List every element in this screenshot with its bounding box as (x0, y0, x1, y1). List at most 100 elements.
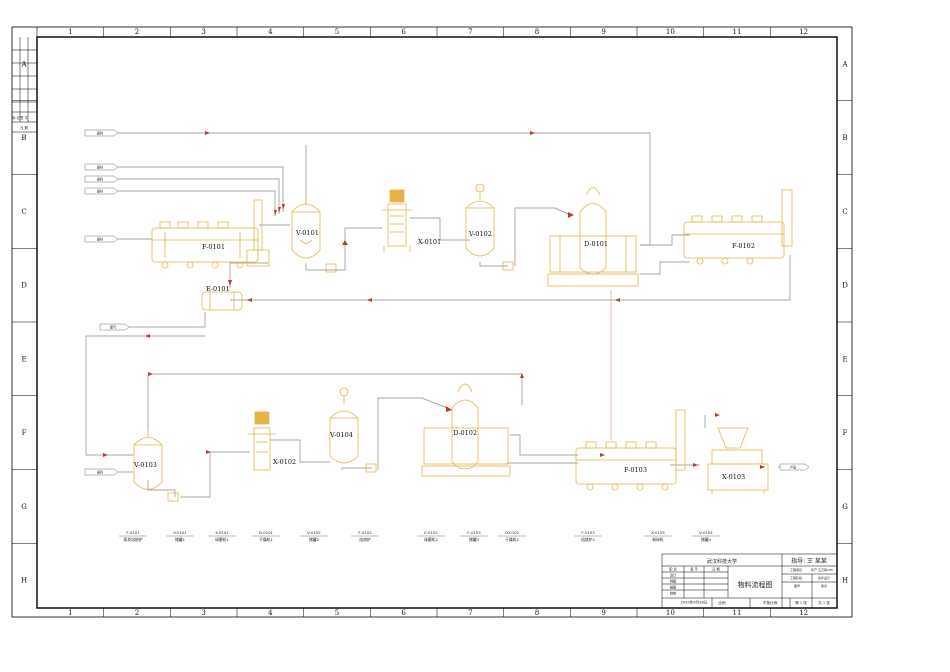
tank-v0101 (291, 196, 337, 273)
column-label-bottom: 9 (601, 609, 605, 617)
legend-tag: X-0103 (651, 530, 665, 535)
equipment-legend: F-0101蒸发焙烧炉V-0101储罐1X-0101球磨机1D-0101干燥机1… (119, 530, 720, 542)
project-value-1: 年产 五万吨LiFP (811, 567, 833, 572)
column-label-bottom: 3 (201, 609, 205, 617)
column-label-bottom: 1 (68, 609, 72, 617)
role-2: 制图 (670, 579, 676, 584)
column-label-bottom: 8 (535, 609, 539, 617)
stream-label-3: 原料 (97, 177, 104, 182)
legend-name: 粉碎机 (652, 537, 664, 542)
row-label-right: H (842, 577, 848, 585)
legend-name: 蒸发焙烧炉 (124, 537, 143, 542)
outer-frame (11, 26, 853, 618)
school-name: 武汉科技大学 (707, 558, 737, 565)
legend-tag: X-0101 (215, 530, 229, 535)
row-label-right: D (842, 282, 848, 290)
revision-sign: 签 字 (20, 115, 27, 120)
stream-label-6: 尾气 (110, 325, 117, 330)
legend-tag: V-0102 (307, 530, 321, 535)
legend-tag: F-0103 (581, 530, 595, 535)
column-label-top: 12 (799, 28, 808, 36)
legend-tag: F-0103 (467, 530, 481, 535)
tag-v0104: V-0104 (329, 431, 353, 439)
flow-arrows (103, 131, 765, 469)
dryer-d0102 (421, 383, 511, 477)
row-label-right: G (842, 503, 848, 511)
legend-name: 干燥机1 (259, 537, 273, 542)
inner-frame (36, 36, 838, 609)
row-label-right: F (843, 429, 848, 437)
legend-name: 储罐4 (701, 537, 712, 542)
legend-name: 储罐2 (309, 537, 320, 542)
row-label-left: A (20, 60, 27, 68)
revision-box: 标 记 签 字 日 期 (12, 37, 37, 133)
legend-name: 焙烧炉2 (581, 537, 595, 542)
tag-f0102: F-0102 (732, 242, 755, 250)
drawing-title: 物料流程图 (738, 580, 773, 589)
column-label-bottom: 12 (799, 609, 808, 617)
project-label-2: 工程阶段 (790, 575, 802, 580)
row-label-right: B (842, 134, 847, 142)
row-label-left: H (21, 577, 27, 585)
role-3: 描图 (670, 585, 676, 590)
crusher-x0103 (707, 427, 769, 494)
column-label-bottom: 2 (135, 609, 139, 617)
drawing-number-label: 图号 (794, 583, 800, 588)
column-label-top: 8 (535, 28, 539, 36)
project-label-1: 工程项目 (790, 567, 802, 572)
drawing-date: 2020年4月28日 (681, 600, 708, 605)
sheet-total: 共 1 张 (818, 600, 830, 605)
tag-f0103: F-0103 (624, 466, 647, 474)
scale-label: 比例 (718, 600, 726, 605)
tag-v0101: V-0101 (295, 229, 319, 237)
row-label-right: A (841, 60, 848, 68)
col-sign: 签 字 (690, 567, 697, 572)
row-label-left: F (22, 429, 27, 437)
scale-value: 不按比例 (763, 600, 778, 605)
exchanger-e0101 (201, 291, 243, 311)
column-label-bottom: 10 (666, 609, 675, 617)
tag-v0102: V-0102 (468, 230, 492, 238)
column-label-top: 10 (666, 28, 675, 36)
stream-label-2: 原料 (97, 165, 104, 170)
stream-label-4: 原料 (97, 189, 104, 194)
stream-labels: 原料 原料 原料 原料 原料 尾气 原料 产品 (97, 131, 796, 475)
legend-tag: V-0101 (173, 530, 187, 535)
column-label-top: 11 (733, 28, 742, 36)
tag-f0101: F-0101 (202, 243, 225, 251)
tag-e0101: E-0101 (206, 285, 230, 293)
furnace-f0103 (575, 409, 686, 491)
tank-v0104 (329, 387, 377, 473)
furnace-f0101 (151, 199, 270, 269)
tag-x0101: X-0101 (418, 238, 441, 246)
title-block (661, 553, 838, 609)
furnace-f0102 (683, 189, 793, 265)
row-label-left: D (21, 282, 27, 290)
legend-name: 焙烧炉 (359, 537, 371, 542)
role-1: 设计 (670, 573, 677, 578)
legend-tag: D-0101 (259, 530, 274, 535)
sheet-number: 第 1 张 (795, 600, 807, 605)
tank-v0103 (133, 428, 179, 502)
author: 指导: 王 某某 (791, 557, 827, 565)
column-label-bottom: 7 (468, 609, 472, 617)
col-date: 日 期 (712, 567, 719, 572)
legend-tag: F-0101 (126, 530, 140, 535)
row-label-left: B (21, 134, 26, 142)
stream-label-8: 产品 (790, 465, 796, 470)
title-block-text: 武汉科技大学 指导: 王 某某 物料流程图 职 责 签 字 日 期 设计 制图 … (669, 557, 833, 605)
role-4: 校核 (670, 591, 677, 596)
stream-label-1: 原料 (97, 131, 104, 136)
project-value-2: 初步设计 (818, 575, 830, 580)
process-lines (85, 132, 805, 498)
col-role: 职 责 (669, 567, 676, 572)
column-label-top: 6 (401, 28, 406, 36)
legend-tag: V-0104 (699, 530, 713, 535)
equipment-tags: F-0101 V-0101 X-0101 V-0102 D-0101 F-010… (133, 229, 755, 481)
